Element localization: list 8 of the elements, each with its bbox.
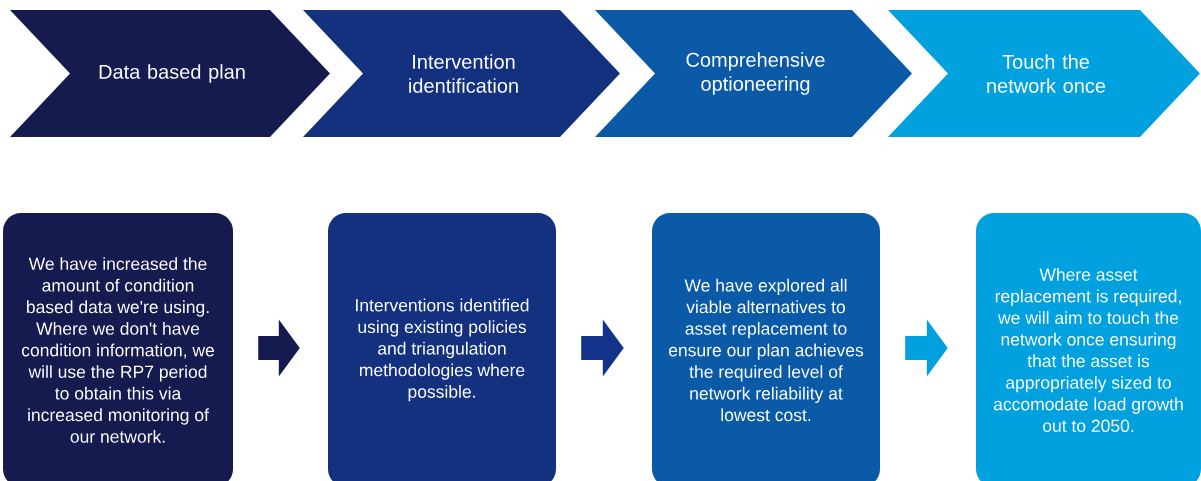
process-step: Data based plan (10, 10, 330, 137)
process-step: Comprehensive optioneering (595, 10, 912, 137)
text-card: Where asset replacement is required, we will aim to touch the network once ensuring that the asset is appropriately sized to accomodate load growth out to 2050. (976, 213, 1201, 481)
process-step: Touch the network once (888, 10, 1200, 137)
text-card: We have explored all viable alternatives to asset replacement to ensure our plan achieves the required level of network reliability at lowest cost. (652, 213, 880, 481)
text-card: We have increased the amount of condition based data we're using. Where we don't have condition information, we will use the RP7 period to obtain this via increased monitoring of our network. (3, 213, 233, 481)
process-step: Intervention identification (303, 10, 620, 137)
text-card: Interventions identified using existing policies and triangulation methodologies where possible. (328, 213, 556, 481)
